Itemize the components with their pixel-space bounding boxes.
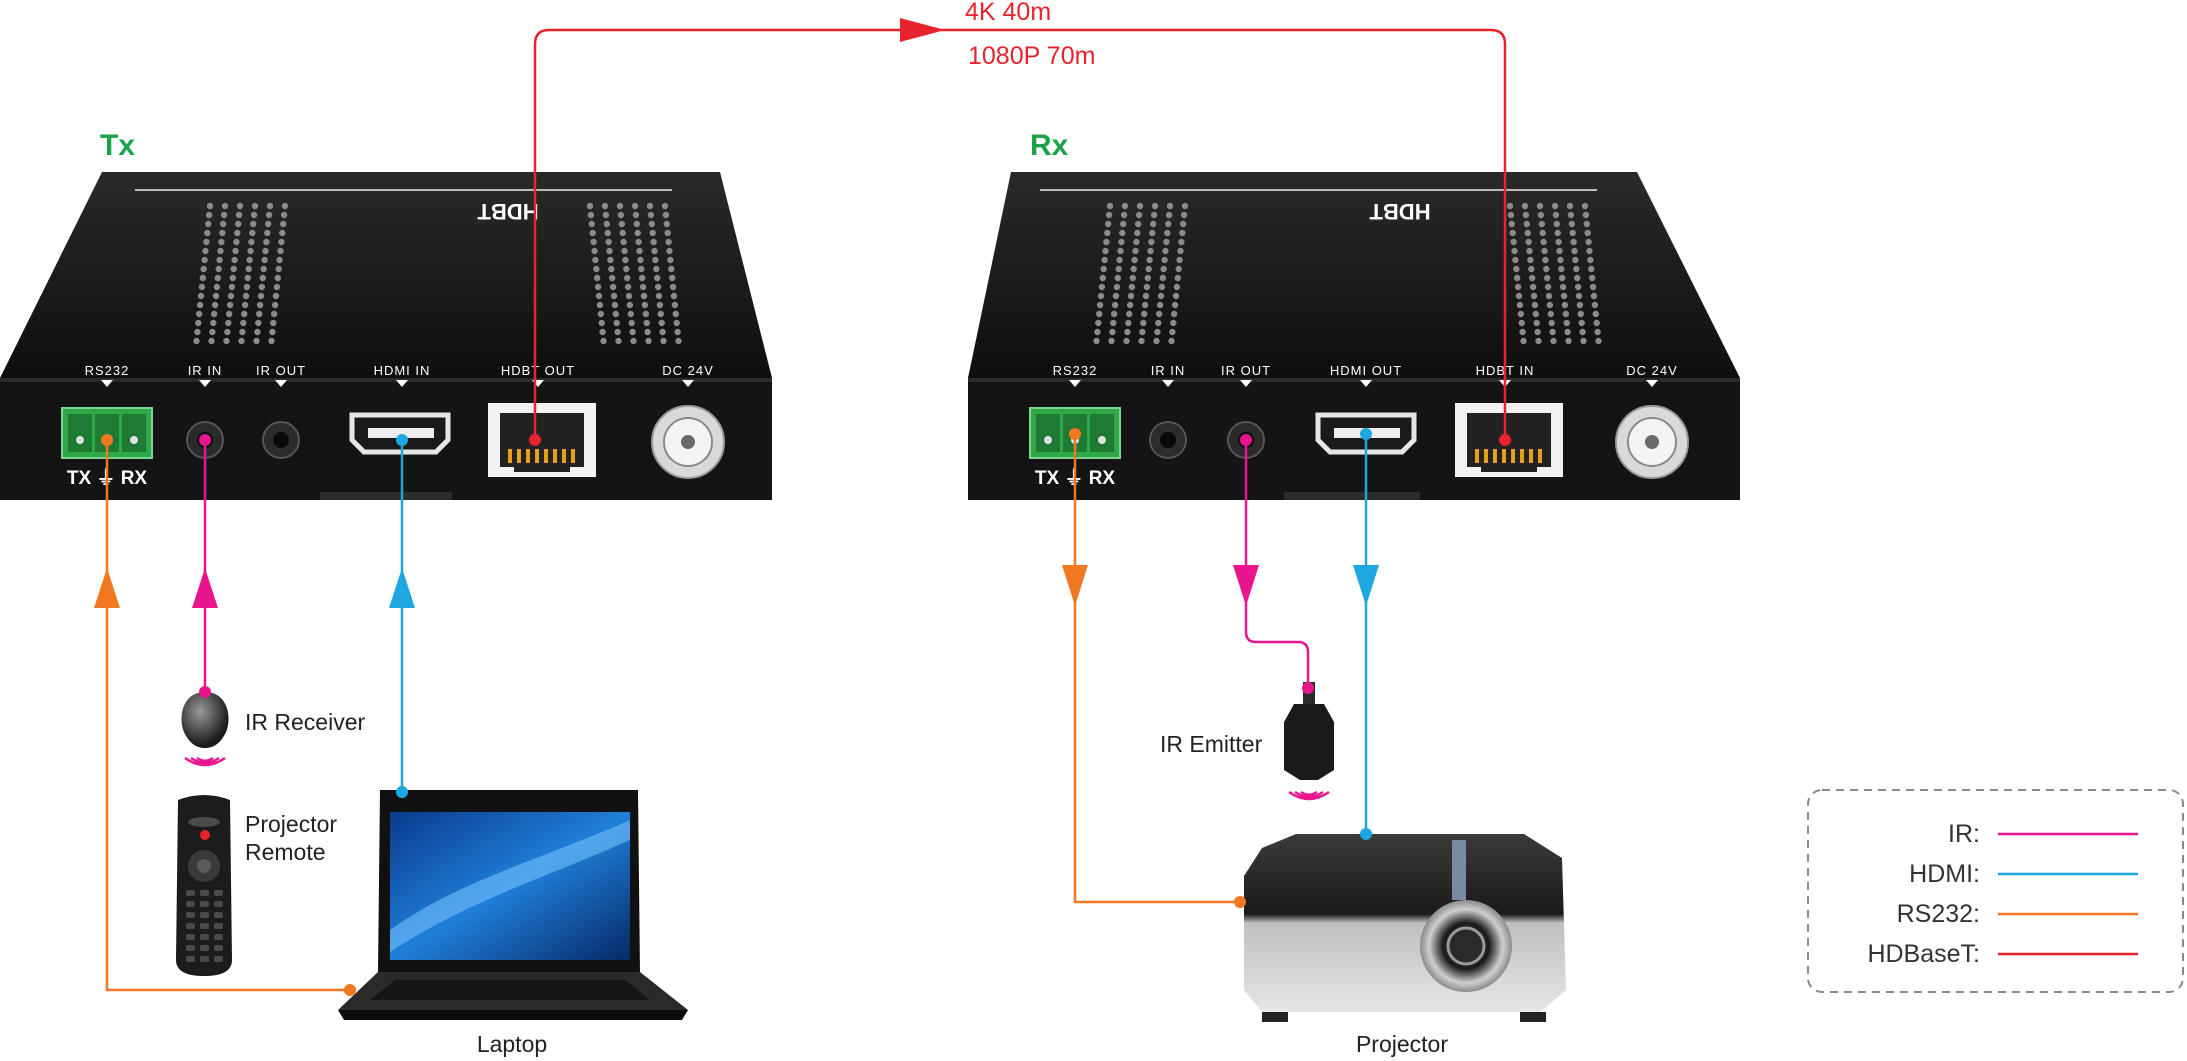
ir-receiver-signal-icon (184, 756, 226, 767)
legend: IR: HDMI: RS232: HDBaseT: (1807, 789, 2184, 993)
ir-emitter-signal-icon (1288, 790, 1330, 801)
tx-port-label-ir-out: IR OUT (256, 363, 306, 378)
tx-ir-dot-bottom (199, 686, 211, 698)
tx-rs232-dot-top (101, 434, 113, 446)
tx-port-label-hdmi-in: HDMI IN (374, 363, 431, 378)
hdbaset-rx-dot (1499, 434, 1511, 446)
tx-vent-left (193, 202, 289, 345)
tx-hdbt-logo: HDBT (477, 199, 539, 224)
rx-port-marker (1069, 380, 1081, 387)
rx-port-marker (1162, 380, 1174, 387)
projector-remote-label-line1: Projector (245, 811, 337, 837)
rx-hdmi-arrow (1353, 565, 1379, 606)
rx-vent-left (1093, 202, 1189, 345)
tx-rs232-terminal (61, 407, 153, 459)
ir-receiver-label: IR Receiver (245, 709, 365, 735)
tx-port-marker (199, 380, 211, 387)
rx-port-label-ir-out: IR OUT (1221, 363, 1271, 378)
rx-vent-right (1506, 202, 1602, 345)
ir-receiver-device (181, 692, 229, 767)
rx-hdmi-dot-top (1360, 428, 1372, 440)
projector-device (1244, 834, 1566, 1022)
rx-rs232-dot-bottom (1234, 896, 1246, 908)
tx-port-marker (275, 380, 287, 387)
rx-port-label-hdmi-out: HDMI OUT (1330, 363, 1402, 378)
rx-port-marker (1360, 380, 1372, 387)
tx-hdmi-arrow (389, 568, 415, 608)
hdbaset-cable (533, 28, 1507, 440)
tx-port-marker (396, 380, 408, 387)
tx-rs232-cable (105, 440, 350, 992)
rx-port-marker (1646, 380, 1658, 387)
rx-rs232-dot-top (1069, 428, 1081, 440)
tx-ir-out-jack (262, 421, 300, 459)
tx-hdbt-out-port (488, 403, 596, 477)
distance-1080p: 1080P 70m (968, 42, 1095, 70)
rx-ir-cable (1244, 440, 1310, 686)
rx-rs232-arrow (1062, 565, 1088, 606)
legend-label-rs232: RS232: (1897, 900, 1980, 928)
rx-port-marker (1240, 380, 1252, 387)
rx-dc-jack (1615, 405, 1689, 479)
rx-port-label-dc-24v: DC 24V (1626, 363, 1678, 378)
cable-layer (94, 18, 1511, 996)
rx-hdbt-logo: HDBT (1369, 199, 1431, 224)
laptop-label: Laptop (477, 1031, 547, 1057)
tx-port-marker (101, 380, 113, 387)
rx-rs232-cable (1073, 440, 1240, 904)
tx-port-marker (682, 380, 694, 387)
rx-port-label-rs232: RS232 (1053, 363, 1098, 378)
projector-remote-device (176, 795, 232, 976)
tx-rs232-arrow (94, 568, 120, 608)
distance-4k: 4K 40m (965, 0, 1051, 26)
tx-hdmi-dot-top (396, 434, 408, 446)
ir-emitter-label: IR Emitter (1160, 731, 1263, 757)
projector-label: Projector (1356, 1031, 1448, 1057)
tx-port-label-hdbt-out: HDBT OUT (501, 363, 575, 378)
rx-ir-in-jack (1149, 421, 1187, 459)
tx-vent-right (586, 202, 682, 345)
legend-label-hdmi: HDMI: (1909, 860, 1980, 888)
rx-hdmi-dot-bottom (1360, 828, 1372, 840)
tx-port-label-ir-in: IR IN (188, 363, 223, 378)
rx-port-label-ir-in: IR IN (1151, 363, 1186, 378)
tx-port-label-rs232: RS232 (85, 363, 130, 378)
tx-title: Tx (100, 129, 135, 162)
rx-ir-arrow (1233, 565, 1259, 606)
tx-hdmi-in-port (349, 412, 451, 455)
tx-hdmi-dot-bottom (396, 786, 408, 798)
projector-remote-label-line2: Remote (245, 839, 326, 865)
tx-dc-jack (651, 405, 725, 479)
hdbaset-tx-dot (529, 434, 541, 446)
tx-port-label-dc-24v: DC 24V (662, 363, 714, 378)
rx-ir-dot-bottom (1302, 682, 1314, 694)
legend-label-hdbaset: HDBaseT: (1867, 940, 1980, 968)
tx-ir-arrow (192, 568, 218, 608)
rx-title: Rx (1030, 129, 1069, 162)
tx-ir-dot-top (199, 434, 211, 446)
tx-rs232-dot-bottom (344, 984, 356, 996)
ir-emitter-device (1284, 682, 1334, 801)
laptop-device (338, 790, 688, 1020)
legend-label-ir: IR: (1948, 820, 1980, 848)
rx-ir-dot-top (1240, 434, 1252, 446)
hdbaset-arrow (900, 18, 945, 42)
